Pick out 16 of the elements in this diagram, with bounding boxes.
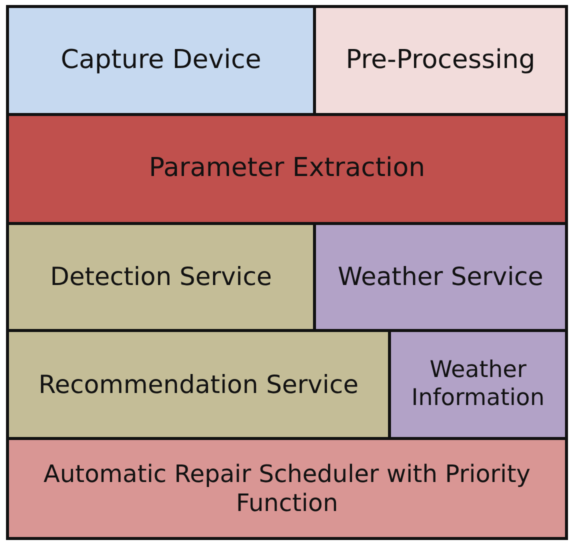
box-label: Parameter Extraction [148,153,426,185]
process-box [313,5,568,116]
box-label: Weather Service [336,262,544,292]
service-box [6,222,316,332]
process-box [6,113,568,225]
service-box [6,329,391,440]
box-label: Recommendation Service [37,370,360,400]
box-label: Capture Device [60,44,262,76]
box-label: Pre-Processing [344,44,536,76]
process-box [6,5,316,116]
scheduler-box [6,437,568,540]
box-label: Weather Information [410,356,546,412]
box-label: Detection Service [49,262,273,292]
service-box [313,222,568,332]
box-label: Automatic Repair Scheduler with Priority Function [42,460,532,518]
service-box [388,329,568,440]
